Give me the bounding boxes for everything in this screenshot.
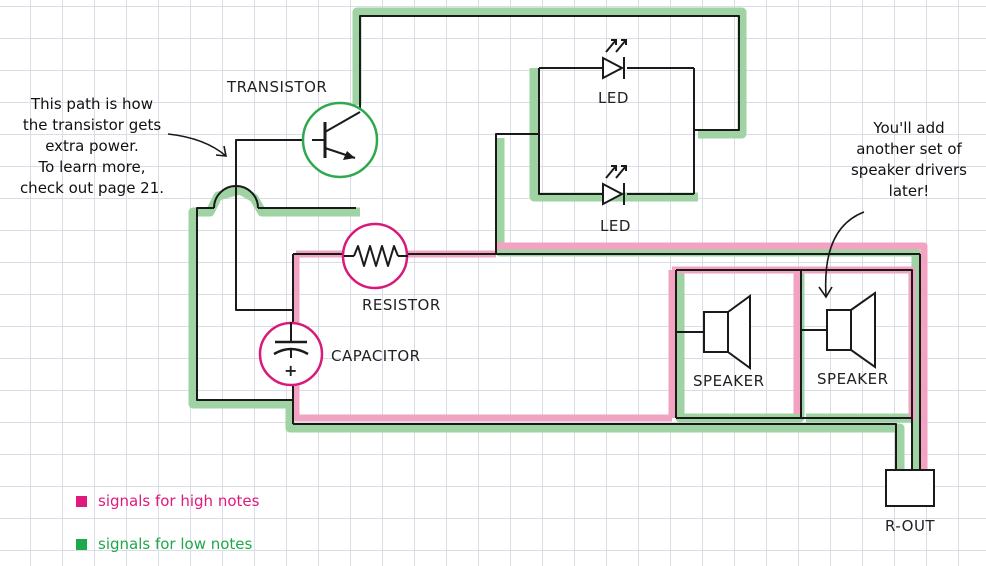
speaker-left-label: SPEAKER [693, 372, 765, 390]
speaker-right-symbol [826, 291, 876, 369]
resistor-label: RESISTOR [362, 296, 441, 314]
speaker-right-label: SPEAKER [817, 370, 889, 388]
left-note-line: check out page 21. [19, 179, 165, 197]
transistor-symbol [301, 101, 379, 179]
led-bottom-symbol [602, 165, 627, 206]
left-note-line: the transistor gets [22, 116, 162, 134]
capacitor-symbol [258, 321, 324, 387]
resistor-symbol [341, 222, 409, 290]
transistor-label: TRANSISTOR [227, 78, 328, 96]
led-bottom-label: LED [600, 217, 631, 235]
left-note-line: To learn more, [38, 158, 146, 176]
right-note-line: You'll add [873, 119, 945, 137]
right-note-line: another set of [856, 140, 962, 158]
right-note-line: speaker drivers [850, 161, 967, 179]
legend-high-notes: signals for high notes [76, 492, 259, 510]
wires [196, 15, 921, 470]
legend-swatch-low [76, 538, 87, 550]
legend-text-high: signals for high notes [98, 492, 260, 510]
legend-swatch-high [76, 495, 87, 507]
led-top-label: LED [598, 89, 629, 107]
led-top-symbol [602, 39, 627, 80]
left-note-line: This path is how [31, 95, 153, 113]
right-note-arrow [818, 211, 865, 299]
left-note-line: extra power. [45, 137, 139, 155]
capacitor-label: CAPACITOR [331, 347, 421, 365]
legend-low-notes: signals for low notes [76, 535, 252, 553]
left-note-arrow [167, 133, 227, 157]
right-note: You'll add another set of speaker driver… [845, 118, 973, 202]
right-note-line: later! [888, 182, 930, 200]
left-note: This path is how the transistor gets ext… [10, 94, 174, 199]
r-out-label: R-OUT [885, 517, 936, 535]
legend-text-low: signals for low notes [98, 535, 253, 553]
capacitor-plus-sign: + [284, 361, 298, 380]
r-out-box [885, 469, 935, 507]
speaker-left-symbol [703, 294, 751, 370]
